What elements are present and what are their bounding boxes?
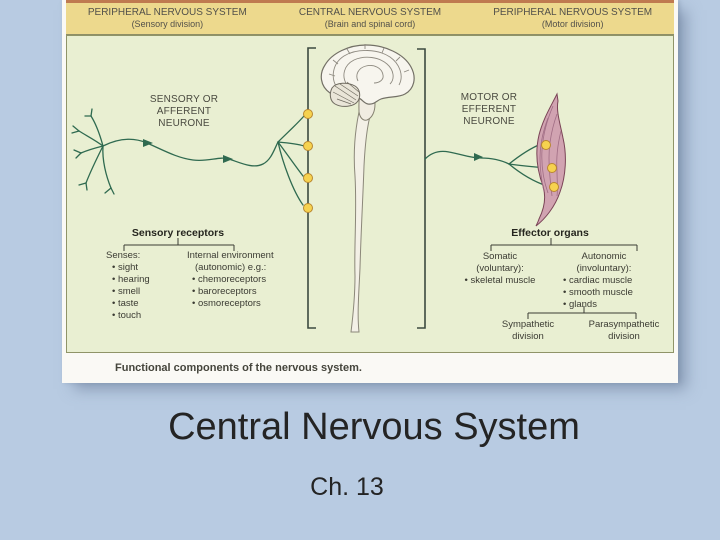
slide-subtitle: Ch. 13 — [310, 473, 384, 501]
somatic-label-line1: Somatic — [482, 251, 518, 262]
spinal-cord-illustration — [350, 110, 371, 333]
sensory-neuron-drawing — [71, 108, 305, 206]
figure-caption: Functional components of the nervous sys… — [115, 362, 362, 374]
header-sensory-subtitle: (Sensory division) — [131, 18, 204, 29]
internal-label-line2: (autonomic) e.g.: — [195, 262, 267, 273]
sympathetic-division-label: Sympathetic division — [501, 319, 555, 342]
motor-neurone-label: MOTOR OR EFFERENT NEURONE — [460, 92, 518, 127]
header-col-motor: PERIPHERAL NERVOUS SYSTEM (Motor divisio… — [471, 7, 674, 30]
sensory-neurone-label: SENSORY OR AFFERENT NEURONE — [149, 94, 219, 129]
slide-title: Central Nervous System — [168, 406, 580, 448]
somatic-list: Somatic (voluntary): skeletal muscle — [445, 251, 555, 287]
motor-neuron-drawing — [424, 143, 548, 187]
list-item: hearing — [112, 274, 150, 286]
autonomic-list: Autonomic (involuntary): cardiac muscle … — [543, 251, 665, 311]
right-cns-bracket — [417, 48, 426, 329]
somatic-label-line2: (voluntary): — [476, 263, 524, 274]
list-item: glands — [563, 299, 665, 311]
header-motor-subtitle: (Motor division) — [541, 18, 604, 29]
header-central-title: CENTRAL NERVOUS SYSTEM — [298, 7, 442, 18]
list-item: smooth muscle — [563, 287, 665, 299]
list-item: smell — [112, 286, 150, 298]
sensory-receptors-heading: Sensory receptors — [131, 227, 225, 239]
autonomic-label-line1: Autonomic — [581, 251, 627, 262]
diagram-area: SENSORY OR AFFERENT NEURONE MOTOR OR EFF… — [66, 35, 674, 353]
list-item: baroreceptors — [192, 286, 274, 298]
list-item: touch — [112, 310, 150, 322]
receptor-tree-connector — [123, 238, 235, 251]
figure-header-band: PERIPHERAL NERVOUS SYSTEM (Sensory divis… — [66, 0, 674, 35]
senses-label: Senses: — [106, 250, 141, 261]
list-item: chemoreceptors — [192, 274, 274, 286]
header-col-sensory: PERIPHERAL NERVOUS SYSTEM (Sensory divis… — [66, 7, 269, 30]
header-motor-title: PERIPHERAL NERVOUS SYSTEM — [493, 7, 653, 18]
parasympathetic-division-label: Parasympathetic division — [588, 319, 660, 342]
header-sensory-title: PERIPHERAL NERVOUS SYSTEM — [87, 7, 247, 18]
list-item: skeletal muscle — [445, 275, 555, 287]
diagram-canvas — [71, 44, 638, 333]
list-item: osmoreceptors — [192, 298, 274, 310]
list-item: cardiac muscle — [563, 275, 665, 287]
autonomic-label-line2: (involuntary): — [576, 263, 632, 274]
internal-environment-list: Internal environment (autonomic) e.g.: c… — [187, 250, 274, 310]
header-central-subtitle: (Brain and spinal cord) — [324, 18, 416, 29]
effector-tree-connector — [490, 238, 638, 251]
header-col-central: CENTRAL NERVOUS SYSTEM (Brain and spinal… — [269, 7, 472, 30]
motor-endplate-dots — [541, 140, 559, 192]
senses-list: Senses: sight hearing smell taste touch — [106, 250, 150, 322]
internal-label-line1: Internal environment — [187, 250, 274, 261]
list-item: taste — [112, 298, 150, 310]
brain-illustration — [320, 44, 415, 121]
list-item: sight — [112, 262, 150, 274]
effector-organs-heading: Effector organs — [511, 227, 589, 239]
nervous-system-figure: PERIPHERAL NERVOUS SYSTEM (Sensory divis… — [62, 0, 678, 383]
left-cns-bracket — [307, 47, 316, 329]
sensory-synapse-dots — [303, 109, 313, 213]
